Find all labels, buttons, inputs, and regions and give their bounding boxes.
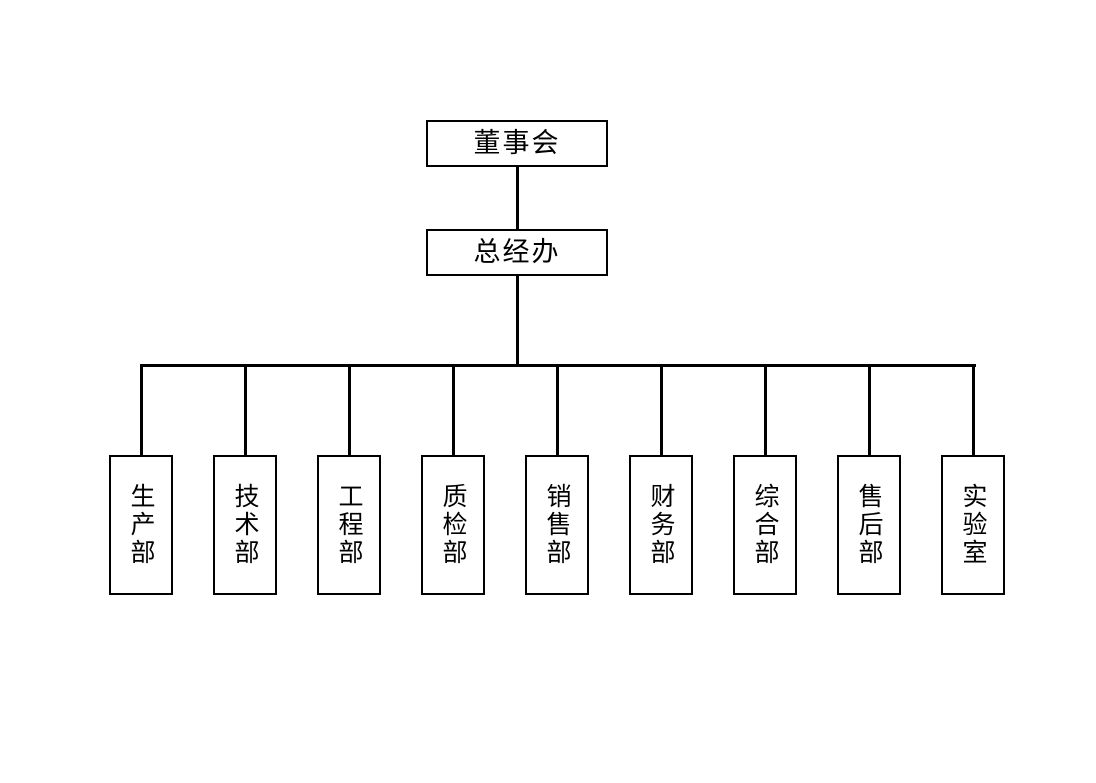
connector-gm-office-to-bus: [516, 276, 519, 366]
node-gm-office[interactable]: 总经办: [426, 229, 608, 276]
node-department-6[interactable]: 财务部: [629, 455, 693, 595]
connector-drop-1: [140, 364, 143, 455]
connector-drop-8: [868, 364, 871, 455]
node-department-4-label: 质检部: [439, 483, 468, 567]
node-department-4[interactable]: 质检部: [421, 455, 485, 595]
node-department-6-label: 财务部: [647, 483, 676, 567]
node-department-9[interactable]: 实验室: [941, 455, 1005, 595]
node-department-5-label: 销售部: [543, 483, 572, 567]
node-department-5[interactable]: 销售部: [525, 455, 589, 595]
node-department-2[interactable]: 技术部: [213, 455, 277, 595]
node-department-1-label: 生产部: [127, 483, 156, 567]
connector-drop-3: [348, 364, 351, 455]
node-gm-office-label: 总经办: [473, 237, 561, 268]
node-department-9-label: 实验室: [959, 483, 988, 567]
node-board-of-directors[interactable]: 董事会: [426, 120, 608, 167]
node-department-7-label: 综合部: [751, 483, 780, 567]
connector-drop-6: [660, 364, 663, 455]
connector-drop-5: [556, 364, 559, 455]
connector-drop-4: [452, 364, 455, 455]
node-department-3[interactable]: 工程部: [317, 455, 381, 595]
connector-drop-7: [764, 364, 767, 455]
connector-drop-9: [972, 364, 975, 455]
node-department-2-label: 技术部: [231, 483, 260, 567]
connector-board-to-gm-office: [516, 167, 519, 229]
node-department-8[interactable]: 售后部: [837, 455, 901, 595]
node-department-7[interactable]: 综合部: [733, 455, 797, 595]
node-department-3-label: 工程部: [335, 483, 364, 567]
node-department-8-label: 售后部: [855, 483, 884, 567]
connector-drop-2: [244, 364, 247, 455]
node-board-of-directors-label: 董事会: [473, 128, 561, 159]
node-department-1[interactable]: 生产部: [109, 455, 173, 595]
